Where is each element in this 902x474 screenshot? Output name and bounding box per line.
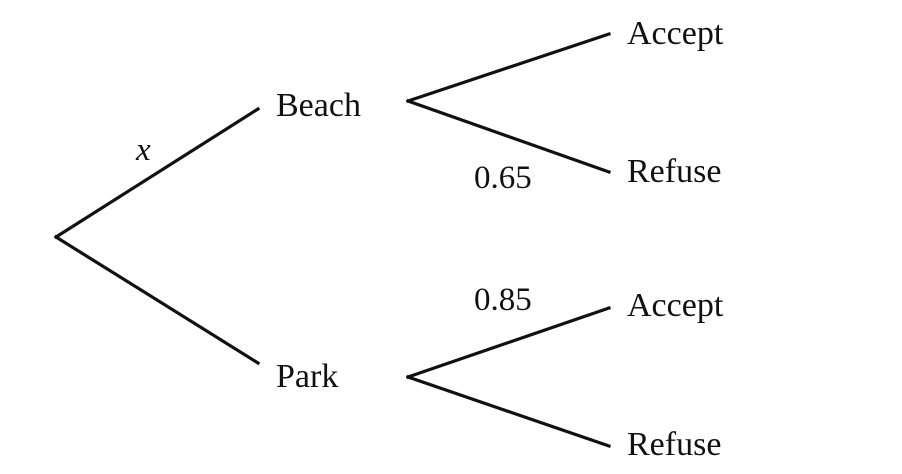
node-beach-refuse: Refuse [627, 153, 721, 190]
node-beach: Beach [276, 87, 361, 124]
branch-beach-to-refuse [405, 98, 612, 175]
branch-park-to-refuse [405, 374, 612, 449]
branch-root-to-park [53, 234, 261, 366]
node-beach-accept: Accept [627, 15, 724, 52]
node-park: Park [276, 358, 338, 395]
branch-root-to-beach [53, 106, 261, 240]
branch-park-to-accept [405, 305, 612, 380]
probability-beach-refuse: 0.65 [474, 160, 532, 196]
branch-beach-to-accept [405, 31, 612, 104]
probability-beach: x [135, 132, 151, 168]
node-park-refuse: Refuse [627, 426, 721, 463]
node-park-accept: Accept [627, 287, 724, 324]
probability-park-accept: 0.85 [474, 282, 532, 318]
